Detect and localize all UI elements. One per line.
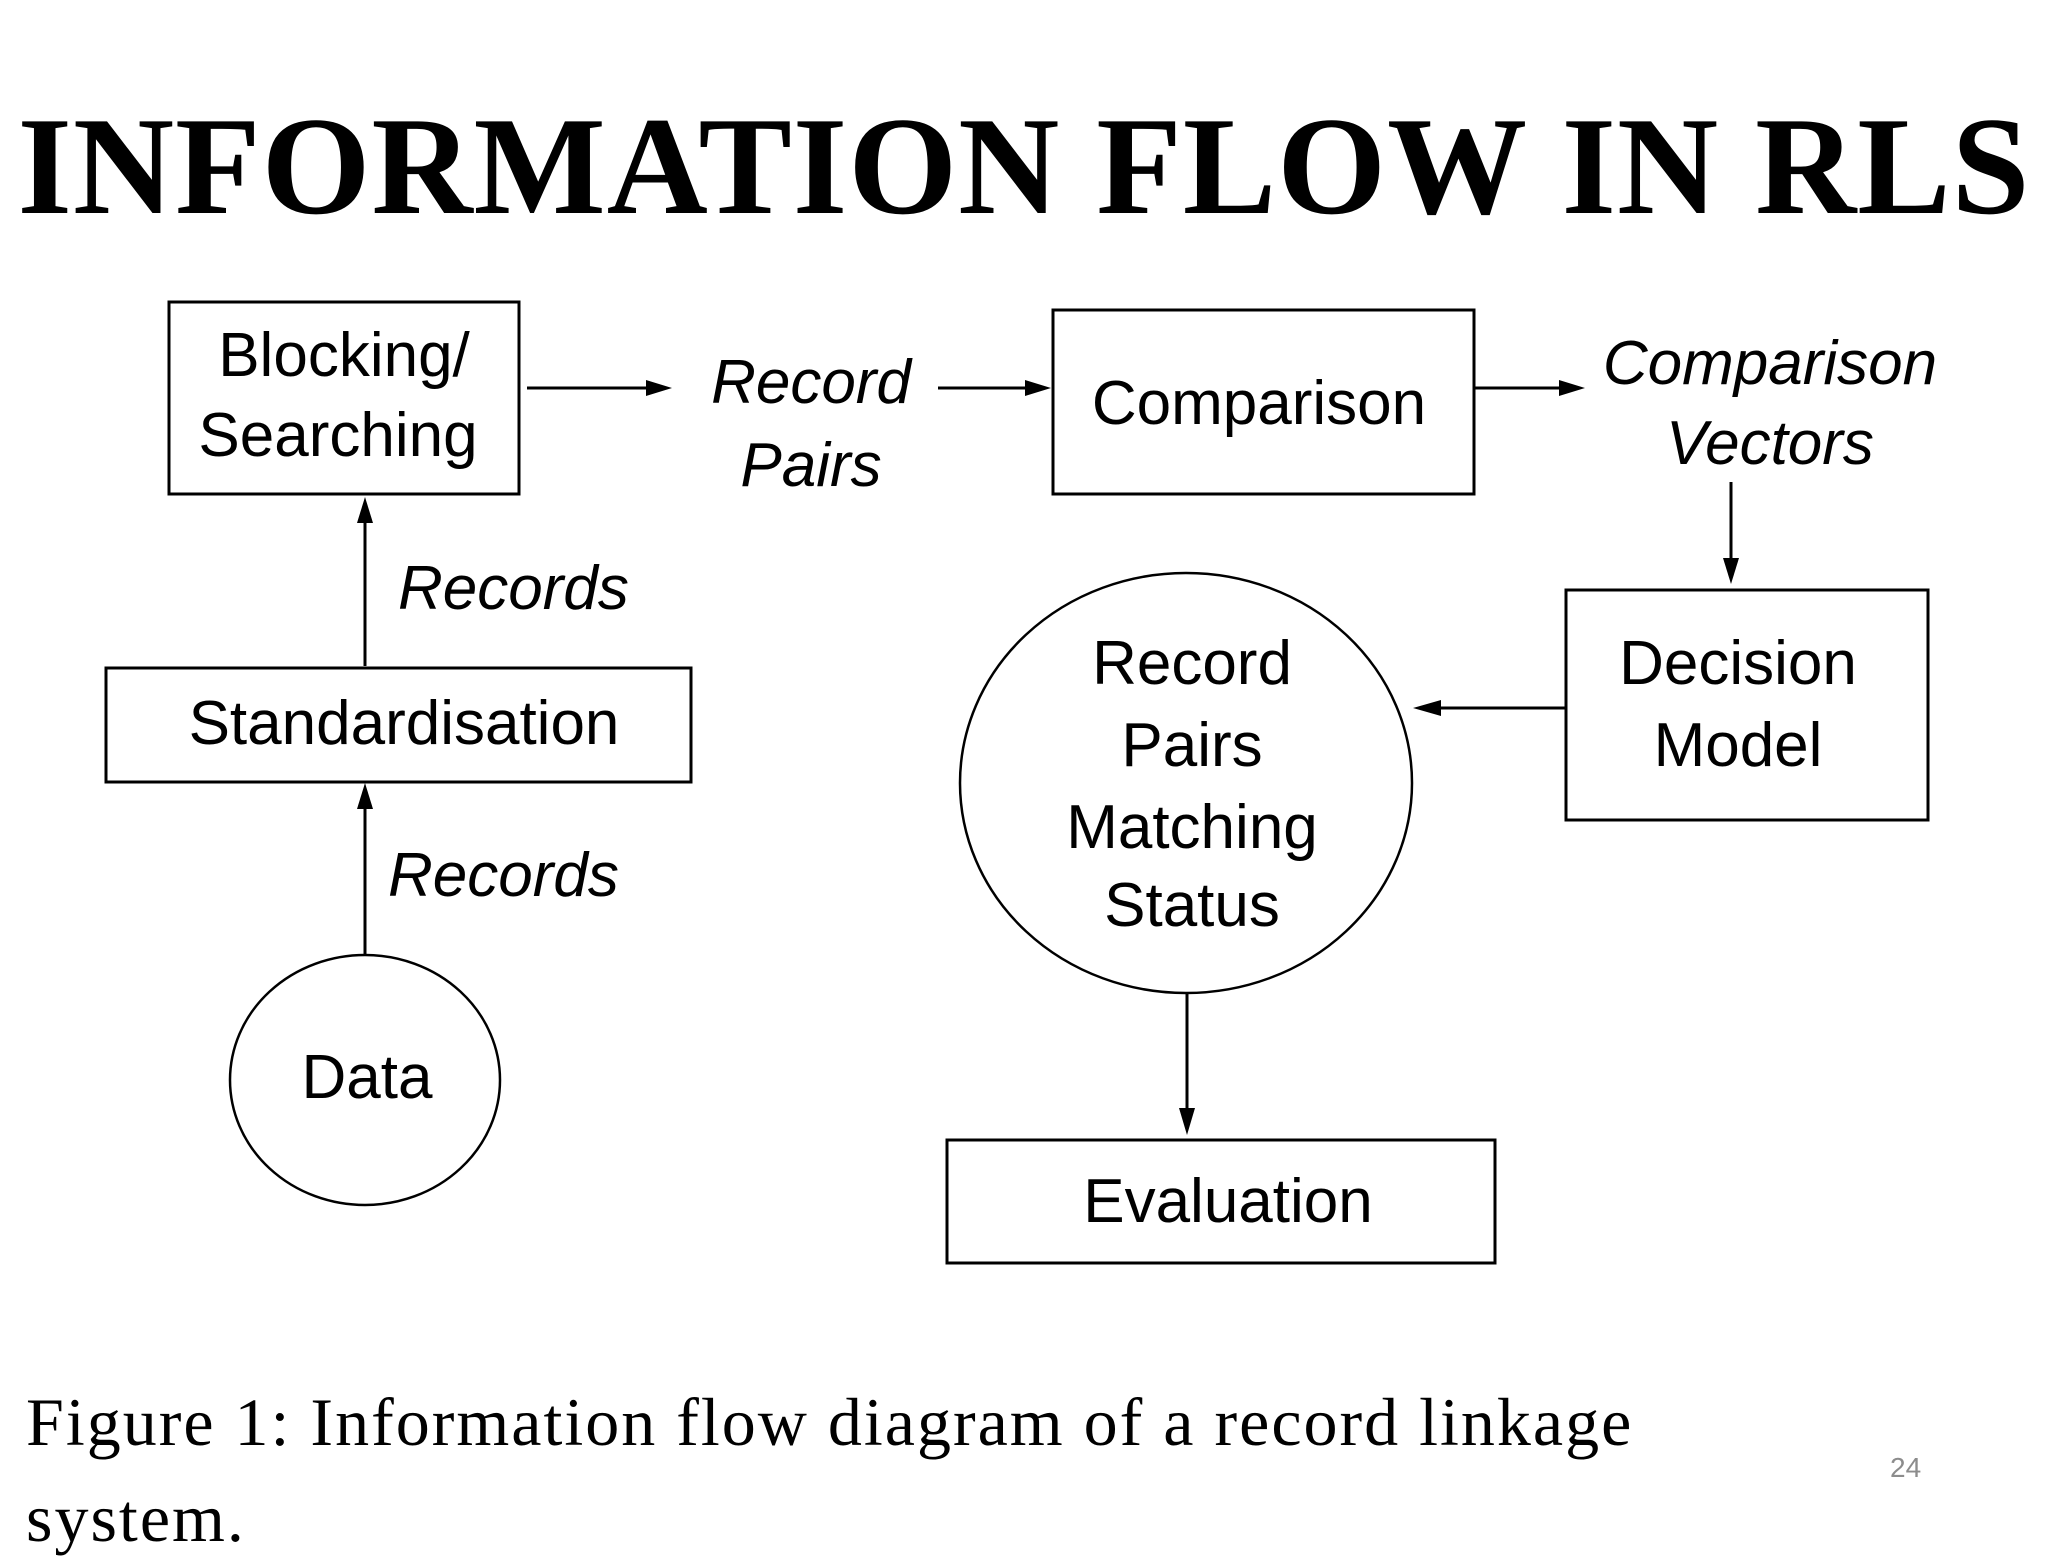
blocking-label-line2: Searching bbox=[198, 401, 477, 470]
standardisation-label: Standardisation bbox=[189, 689, 620, 758]
comparison-vectors-edge-label-line1: Comparison bbox=[1603, 329, 1937, 398]
data-circle bbox=[228, 953, 502, 1207]
comparison-vectors-edge-label-line2: Vectors bbox=[1666, 409, 1874, 478]
arrowhead-data-to-standardisation bbox=[357, 783, 373, 809]
decision-label-line1: Decision bbox=[1619, 629, 1857, 698]
records-lower-edge-label: Records bbox=[388, 841, 619, 910]
matching-label-line2: Pairs bbox=[1121, 711, 1262, 780]
arrowhead-vectors-to-decision bbox=[1723, 558, 1739, 584]
arrowhead-matching-to-evaluation bbox=[1179, 1108, 1195, 1135]
records-upper-edge-label: Records bbox=[398, 554, 629, 623]
decision-label-line2: Model bbox=[1654, 711, 1823, 780]
matching-label-line4: Status bbox=[1104, 871, 1280, 940]
evaluation-box bbox=[945, 1138, 1497, 1265]
figure-caption-line2: system. bbox=[26, 1480, 246, 1556]
arrowhead-comparison-to-vectors bbox=[1559, 380, 1585, 396]
standardisation-box bbox=[104, 666, 693, 784]
data-label: Data bbox=[302, 1043, 433, 1112]
comparison-box bbox=[1051, 308, 1476, 496]
arrowhead-record-pairs-to-comparison bbox=[1025, 380, 1051, 396]
slide-title: INFORMATION FLOW IN RLS bbox=[17, 89, 2031, 244]
matching-status-circle bbox=[958, 571, 1414, 995]
evaluation-label: Evaluation bbox=[1083, 1167, 1373, 1236]
record-pairs-edge-label-line2: Pairs bbox=[740, 431, 881, 500]
slide-number: 24 bbox=[1890, 1452, 1922, 1483]
blocking-searching-box bbox=[167, 300, 521, 496]
record-pairs-edge-label-line1: Record bbox=[711, 348, 913, 417]
matching-label-line3: Matching bbox=[1066, 793, 1318, 862]
matching-label-line1: Record bbox=[1092, 629, 1292, 698]
arrowhead-decision-to-matching bbox=[1413, 700, 1441, 716]
figure-caption-line1: Figure 1: Information flow diagram of a … bbox=[26, 1384, 1634, 1460]
arrowhead-standardisation-to-blocking bbox=[357, 497, 373, 523]
arrowhead-blocking-to-record-pairs bbox=[646, 380, 672, 396]
figure-caption: Figure 1: Information flow diagram of a … bbox=[26, 1374, 2036, 1566]
blocking-label-line1: Blocking/ bbox=[218, 321, 470, 390]
decision-model-box bbox=[1564, 588, 1930, 822]
comparison-label: Comparison bbox=[1092, 369, 1426, 438]
